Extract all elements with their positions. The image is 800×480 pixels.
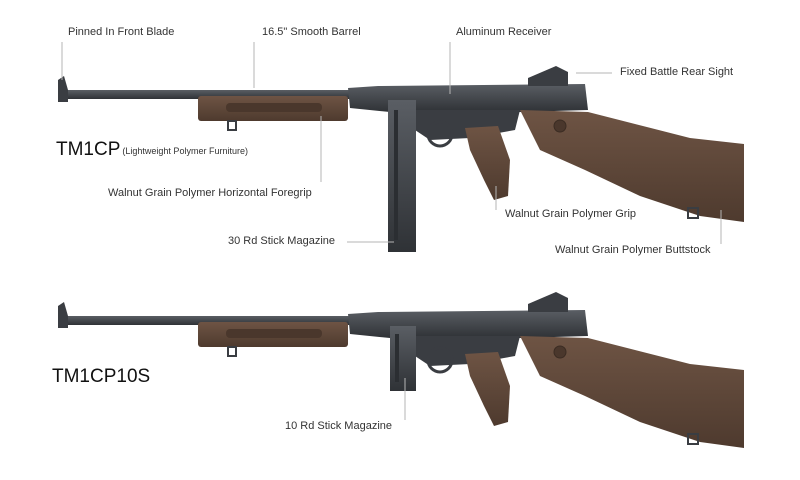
rifle-tm1cp10s [56,290,746,450]
model-title-tm1cp: TM1CP(Lightweight Polymer Furniture) [56,139,248,161]
callout-front-blade: Pinned In Front Blade [68,26,175,38]
callout-foregrip: Walnut Grain Polymer Horizontal Foregrip [108,187,312,199]
model-name: TM1CP [56,139,121,160]
callout-receiver: Aluminum Receiver [456,26,552,38]
model-name: TM1CP10S [52,366,151,387]
callout-barrel: 16.5" Smooth Barrel [262,26,361,38]
callout-rear-sight: Fixed Battle Rear Sight [620,66,734,78]
model-title-tm1cp10s: TM1CP10S [52,366,150,388]
callout-grip: Walnut Grain Polymer Grip [505,208,637,220]
callout-magazine-10: 10 Rd Stick Magazine [285,420,392,432]
model-note: (Lightweight Polymer Furniture) [122,146,248,156]
rifle-tm1cp [56,64,746,252]
callout-buttstock: Walnut Grain Polymer Buttstock [555,244,711,256]
callout-magazine-30: 30 Rd Stick Magazine [228,235,335,247]
magazine-10rd [390,326,416,391]
leader-lines [61,42,722,420]
magazine-30rd [388,100,416,252]
